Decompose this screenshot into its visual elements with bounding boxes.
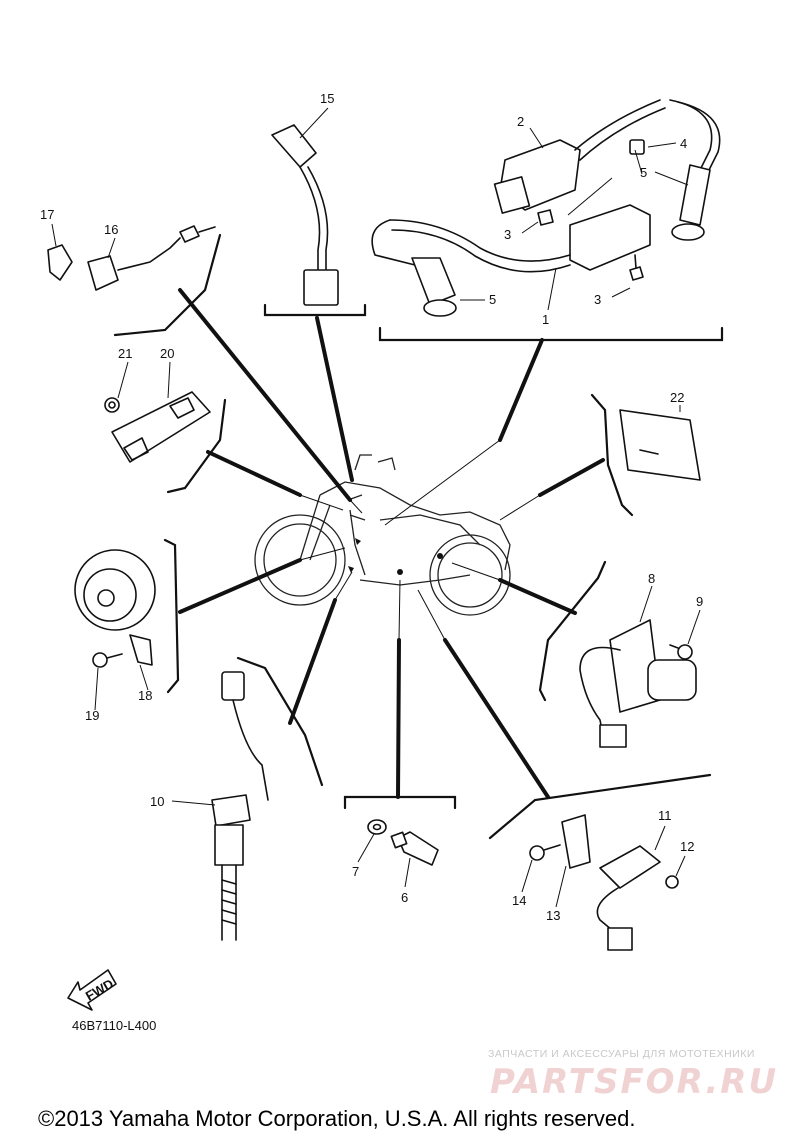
callout-15: 15: [320, 91, 334, 106]
callout-22: 22: [670, 390, 684, 405]
bracket-part-13: [561, 814, 591, 869]
screw-part-9: [669, 644, 693, 660]
plug-cap-part-5-left: [411, 257, 457, 317]
callout-17: 17: [40, 207, 54, 222]
reflector-part-20: [111, 391, 211, 463]
callout-1: 1: [542, 312, 549, 327]
callout-11: 11: [658, 808, 672, 823]
plug-cap-part-5-right: [671, 164, 711, 241]
clip-part-17: [47, 244, 73, 281]
callout-8: 8: [648, 571, 655, 586]
group-brackets: [113, 233, 724, 840]
callout-21: 21: [118, 346, 132, 361]
callout-leaders: [51, 107, 701, 908]
bolt-part-6: [390, 831, 439, 866]
bolt-part-3: [537, 209, 644, 281]
ignition-coil-part-2: [493, 99, 721, 214]
callout-13: 13: [546, 908, 560, 923]
callout-3: 3: [504, 227, 511, 242]
cap-part-4: [629, 139, 645, 155]
callout-2: 2: [517, 114, 524, 129]
main-switch-part-8: [579, 619, 697, 748]
motorcycle-outline: [254, 454, 511, 616]
leader-lines: [178, 288, 605, 799]
fwd-arrow-icon: FWD: [67, 969, 117, 1011]
nut-part-21: [104, 397, 120, 413]
connector-part-16: [87, 225, 216, 291]
callout-3: 3: [594, 292, 601, 307]
bolt-part-19: [92, 652, 123, 668]
callout-10: 10: [150, 794, 164, 809]
callout-9: 9: [696, 594, 703, 609]
callout-numbers: 1 2 3 3 4 5 5 6 7 8 9 10 11 12 13 14 15 …: [40, 91, 703, 923]
screw-part-12: [665, 875, 679, 889]
washer-part-7: [367, 819, 387, 835]
callout-7: 7: [352, 864, 359, 879]
bolt-part-14: [529, 844, 561, 861]
horn-part-18: [74, 549, 156, 666]
callout-14: 14: [512, 893, 526, 908]
callout-4: 4: [680, 136, 687, 151]
callout-16: 16: [104, 222, 118, 237]
callout-5: 5: [640, 165, 647, 180]
drawing-code: 46B7110-L400: [72, 1018, 156, 1033]
callout-6: 6: [401, 890, 408, 905]
callout-18: 18: [138, 688, 152, 703]
switch-part-11: [596, 845, 661, 951]
sensor-part-10: [211, 671, 269, 941]
copyright-notice: ©2013 Yamaha Motor Corporation, U.S.A. A…: [38, 1106, 635, 1131]
watermark-brand: PARTSFOR.RU: [490, 1062, 778, 1102]
switch-part-15: [271, 124, 339, 306]
ignition-coil-part-1: [371, 204, 651, 273]
watermark-tagline: ЗАПЧАСТИ И АКСЕССУАРЫ ДЛЯ МОТОТЕХНИКИ: [488, 1048, 755, 1060]
reflector-part-22: [619, 409, 701, 481]
callout-12: 12: [680, 839, 694, 854]
callout-20: 20: [160, 346, 174, 361]
callout-19: 19: [85, 708, 99, 723]
callout-5: 5: [489, 292, 496, 307]
watermark: ЗАПЧАСТИ И АКСЕССУАРЫ ДЛЯ МОТОТЕХНИКИ PA…: [488, 1048, 778, 1102]
